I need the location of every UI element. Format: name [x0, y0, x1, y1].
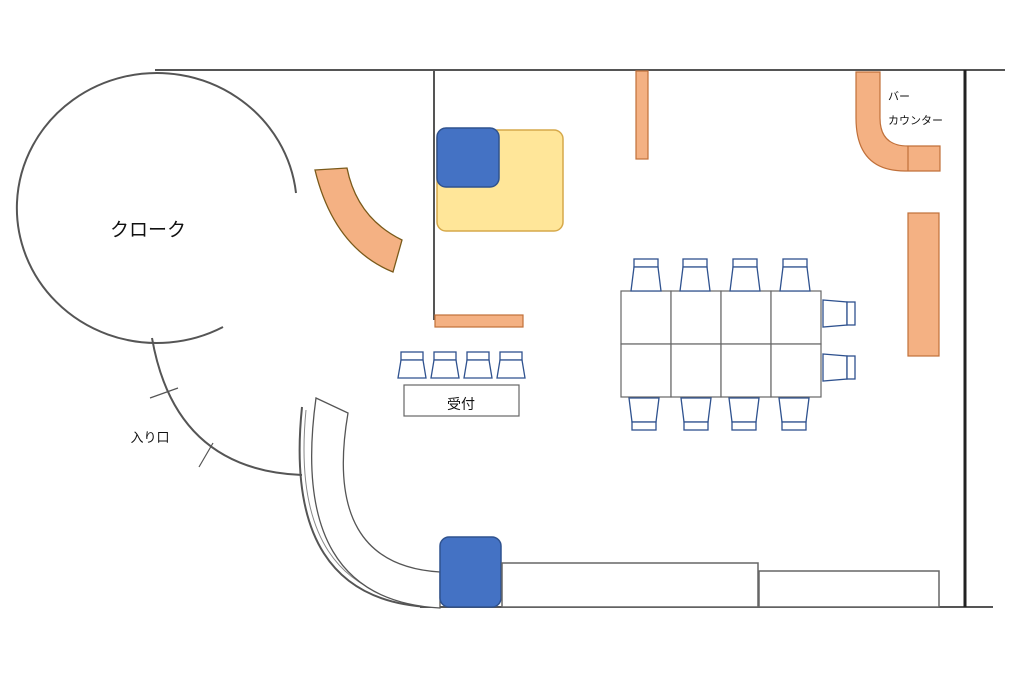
chair — [430, 351, 460, 379]
bar-counter — [855, 71, 941, 172]
entrance-arc — [151, 337, 303, 476]
table-cell — [670, 343, 722, 398]
cloak-label: クローク — [110, 219, 186, 241]
bar-label-line1: バー — [888, 90, 910, 103]
entrance-mark-2 — [198, 442, 214, 468]
bottom-counter-2 — [758, 570, 940, 608]
reception-desk — [403, 384, 520, 417]
chair — [778, 397, 810, 431]
chair — [680, 397, 712, 431]
chair — [729, 258, 761, 292]
table-cell — [670, 290, 722, 345]
table-cell — [620, 343, 672, 398]
table-cell — [770, 290, 822, 345]
chair — [728, 397, 760, 431]
cloak-room-wall — [15, 72, 297, 345]
chair — [679, 258, 711, 292]
curved-counter — [311, 397, 441, 609]
table-chairs-top — [630, 258, 811, 292]
blue-box-bottom — [439, 536, 502, 608]
table-cell — [770, 343, 822, 398]
chair — [822, 299, 856, 328]
table-chairs-right — [822, 299, 856, 382]
chair — [463, 351, 493, 379]
reception-label: 受付 — [447, 397, 475, 413]
entrance-label: 入り口 — [130, 431, 169, 446]
bar-label-line2: カウンター — [888, 114, 943, 127]
table-chairs-bottom — [628, 397, 810, 431]
chair — [822, 353, 856, 382]
bottom-counter-1 — [501, 562, 759, 608]
curved-wall-outer — [298, 406, 431, 608]
reception-chairs — [397, 351, 526, 379]
table-cell — [720, 343, 772, 398]
orange-partition-right — [907, 212, 940, 357]
chair — [496, 351, 526, 379]
chair — [628, 397, 660, 431]
blue-box-top — [436, 127, 500, 188]
orange-partition-top — [635, 70, 649, 160]
meeting-table — [620, 290, 822, 398]
table-cell — [720, 290, 772, 345]
curved-display-panel — [314, 167, 403, 273]
orange-partition-left — [434, 314, 524, 328]
table-cell — [620, 290, 672, 345]
chair — [630, 258, 662, 292]
chair — [779, 258, 811, 292]
chair — [397, 351, 427, 379]
entrance-mark-1 — [149, 387, 179, 399]
